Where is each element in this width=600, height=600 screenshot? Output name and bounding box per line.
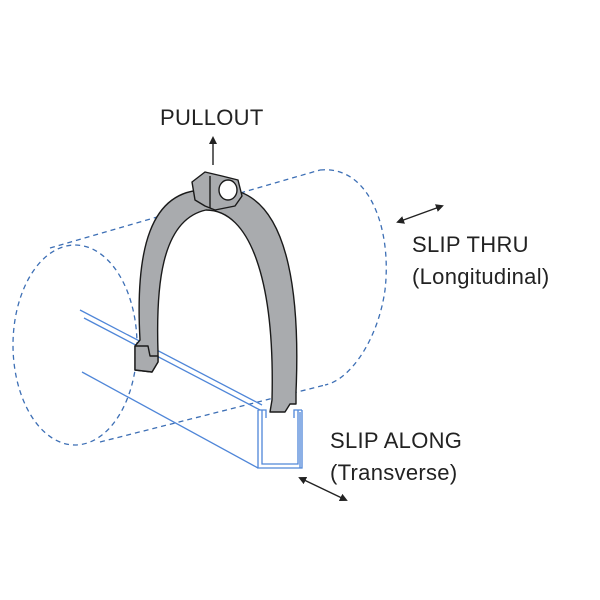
- pipe-far-end: [319, 169, 387, 386]
- clamp-foot-left: [134, 345, 159, 373]
- pullout-label: PULLOUT: [160, 105, 264, 130]
- clamp-bolt-hole: [218, 179, 238, 201]
- pipe-near-end: [12, 244, 138, 446]
- slip-along-sublabel: (Transverse): [330, 460, 458, 485]
- pipe-top-edge: [49, 169, 321, 249]
- channel-bottom-edge: [81, 371, 259, 469]
- slip-thru-sublabel: (Longitudinal): [412, 264, 550, 289]
- pipe-clamp: [134, 171, 298, 413]
- channel-top-edge-2: [83, 317, 261, 411]
- channel-end-profile: [257, 409, 303, 469]
- clamp-strap: [134, 189, 298, 413]
- slip-along-arrow: [298, 476, 348, 502]
- slip-thru-label: SLIP THRU: [412, 232, 529, 257]
- slip-thru-arrow: [396, 204, 444, 224]
- slip-along-label: SLIP ALONG: [330, 428, 463, 453]
- channel-top-edge-1: [79, 309, 263, 406]
- strut-channel: [79, 309, 303, 469]
